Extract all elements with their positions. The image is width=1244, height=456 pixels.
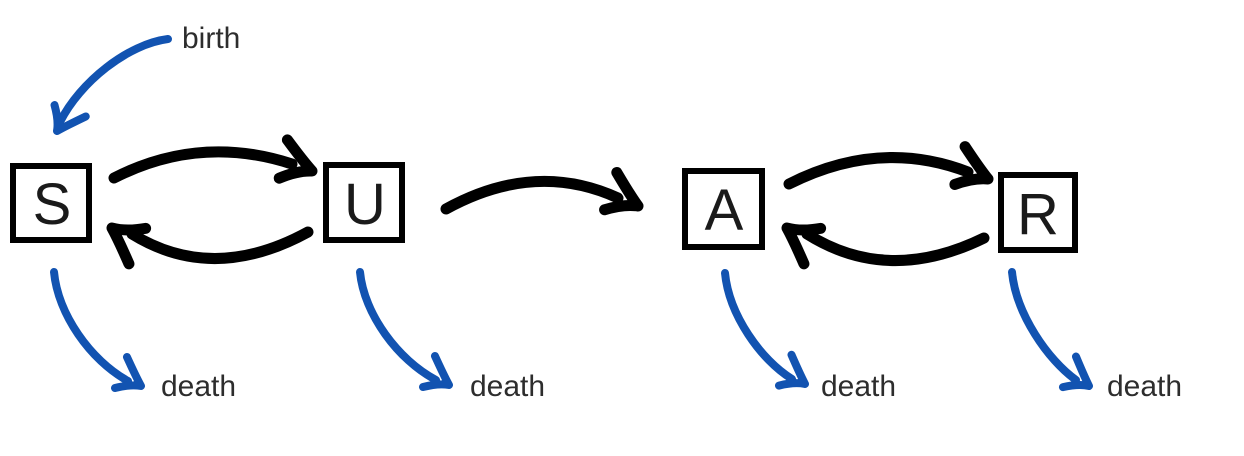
node-r: R <box>998 172 1078 253</box>
death-arrow-a <box>721 269 796 383</box>
birth-label: birth <box>182 22 240 55</box>
death-arrow-u-head <box>419 352 453 392</box>
death-label-u: death <box>470 370 545 403</box>
node-a-label: A <box>705 178 744 243</box>
node-s-label: S <box>33 172 72 237</box>
birth-arrow <box>56 35 172 126</box>
node-u-box <box>323 162 405 243</box>
node-a: A <box>682 168 765 250</box>
edge-u-to-a-arrowhead <box>599 166 644 216</box>
node-r-label: R <box>1017 182 1059 247</box>
edge-a-to-r-arrowhead <box>949 141 994 190</box>
death-arrow-s <box>50 268 132 385</box>
edge-u-to-s-arrowhead <box>106 222 152 270</box>
edge-r-to-a-arrow <box>801 228 990 266</box>
death-arrow-r-head <box>1058 352 1093 392</box>
death-arrow-a-head <box>774 350 809 390</box>
edge-s-to-u-arrowhead <box>273 134 318 184</box>
death-label-a: death <box>821 370 896 403</box>
edge-a-to-r-arrow <box>783 152 974 190</box>
node-s-box <box>10 163 92 243</box>
death-arrow-u <box>356 268 440 384</box>
node-u: U <box>323 162 405 243</box>
edge-u-to-s-arrow <box>126 226 314 264</box>
node-r-box <box>998 172 1078 253</box>
birth-arrowhead <box>50 101 90 135</box>
edge-s-to-u-arrow <box>108 146 298 184</box>
death-label-r: death <box>1107 370 1182 403</box>
node-s: S <box>10 163 92 243</box>
edge-u-to-a-arrow <box>440 175 624 215</box>
node-u-label: U <box>344 172 386 237</box>
edge-r-to-a-arrowhead <box>781 222 827 270</box>
node-a-box <box>682 168 765 250</box>
death-arrow-s-head <box>111 353 145 393</box>
death-arrow-r <box>1008 268 1080 384</box>
death-label-s: death <box>161 370 236 403</box>
